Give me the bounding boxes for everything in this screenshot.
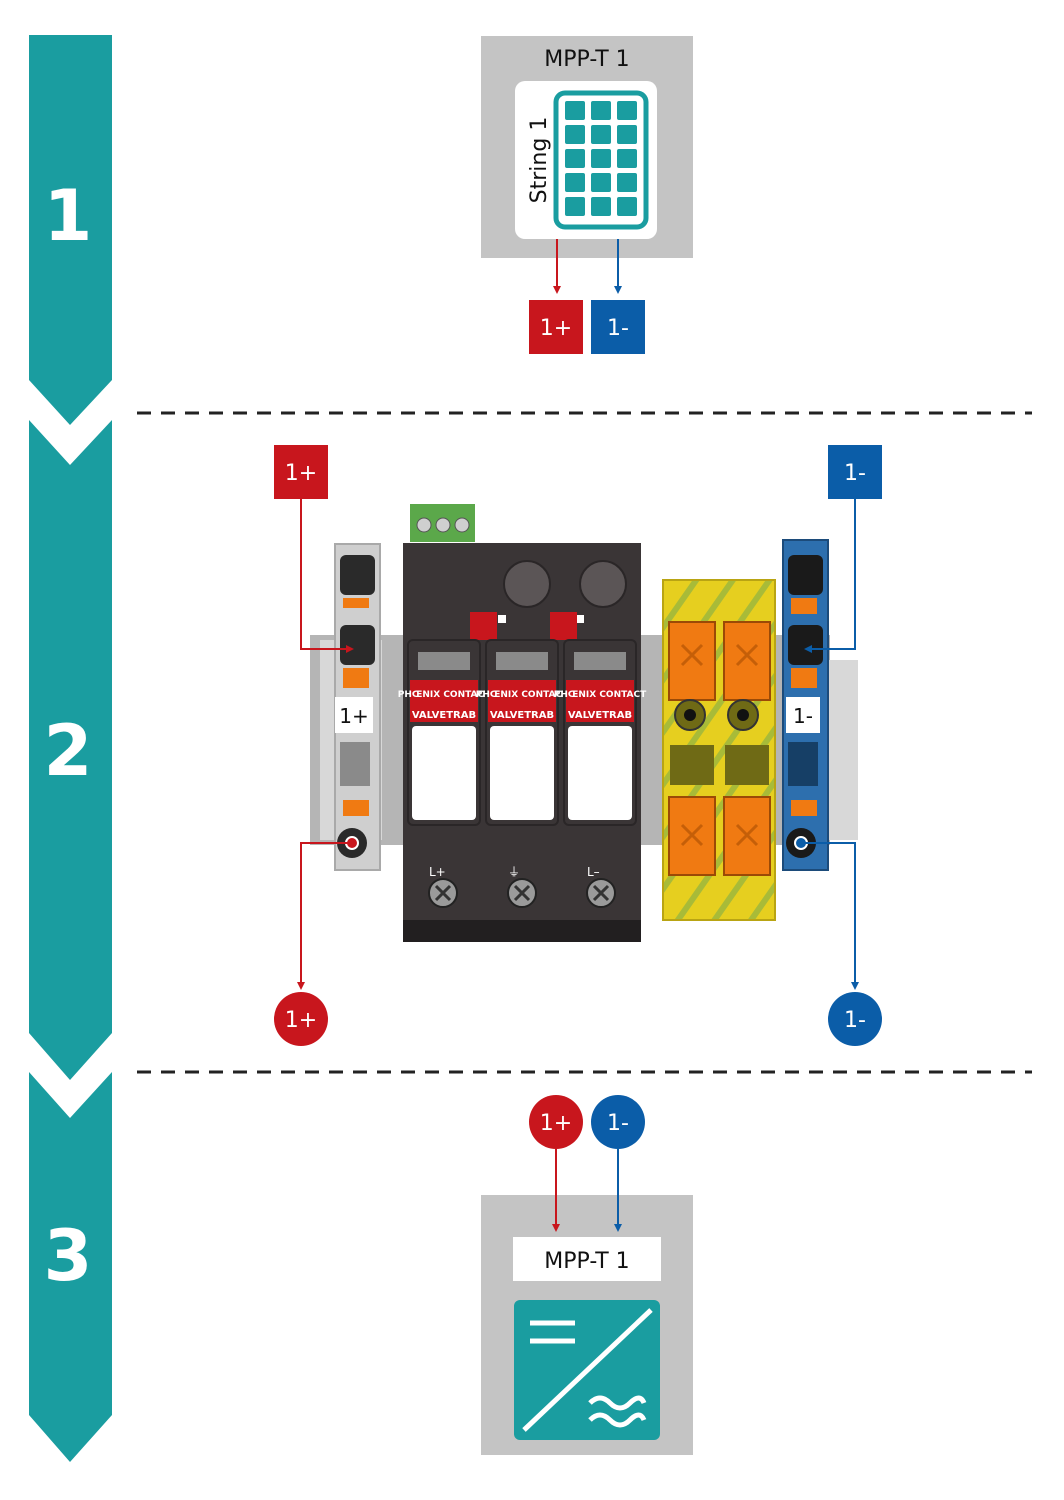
inverter-dc-ac-icon <box>514 1300 660 1440</box>
step-1-chevron <box>29 35 112 425</box>
spd-module-blank-label <box>568 726 632 820</box>
solar-cell <box>591 197 611 216</box>
pe-terminal-block <box>662 579 776 921</box>
solar-cell <box>617 149 637 168</box>
minus-in-circle <box>591 1095 645 1149</box>
minus-in-circle-label: 1- <box>607 1111 629 1136</box>
spd-product-label: VALVETRAB <box>490 710 554 721</box>
solar-cell <box>565 101 585 120</box>
mppt-label-box <box>513 1237 661 1281</box>
spd-brand-label: PHŒNIX CONTACT <box>476 690 569 700</box>
solar-cell <box>591 125 611 144</box>
spd-brand-label: PHŒNIX CONTACT <box>398 690 491 700</box>
mppt-label: MPP-T 1 <box>544 1249 629 1274</box>
spd-module: PHŒNIX CONTACT VALVETRAB <box>476 639 569 826</box>
screw-slot <box>513 884 531 902</box>
spd-module-blank-label <box>490 726 554 820</box>
spd-module-label-band <box>410 680 478 722</box>
solar-cell <box>565 173 585 192</box>
solar-cell <box>591 173 611 192</box>
solar-cell <box>591 101 611 120</box>
spd-module-label-band <box>488 680 556 722</box>
screw-slot <box>592 884 610 902</box>
plus-tag <box>529 300 583 354</box>
solar-panel-icon <box>553 90 649 230</box>
minus-terminal-block: 1- <box>782 539 858 871</box>
spd-module-window <box>574 652 626 670</box>
plus-terminal-block: 1+ <box>320 543 382 871</box>
step-2-chevron <box>29 420 112 1080</box>
plus-out-wire <box>297 842 352 990</box>
mppt-label: MPP-T 1 <box>544 47 629 72</box>
step-2-number: 2 <box>44 710 93 792</box>
solar-cell <box>617 125 637 144</box>
minus-in-tag <box>828 445 882 499</box>
plus-in-wire <box>300 499 354 653</box>
solar-cell <box>617 101 637 120</box>
minus-out-wire <box>801 842 859 990</box>
plus-terminal-label: 1+ <box>339 704 368 728</box>
spd-base-terminals: L+ ⏚ L– <box>428 865 616 908</box>
step-3-chevron <box>29 1072 112 1462</box>
plus-out-tag-label: 1+ <box>285 1008 317 1033</box>
spd-product-label: VALVETRAB <box>568 710 632 721</box>
base-terminal-label: L+ <box>429 865 446 879</box>
base-terminal-label: L– <box>587 865 600 879</box>
solar-cell <box>617 197 637 216</box>
plus-out-tag <box>274 992 328 1046</box>
spd-brand-label: PHŒNIX CONTACT <box>554 690 647 700</box>
step-3-number: 3 <box>44 1215 93 1297</box>
minus-in-wire <box>804 499 856 653</box>
step-3-section: 1+ 1- MPP-T 1 <box>481 1095 693 1455</box>
spd-product-label: VALVETRAB <box>412 710 476 721</box>
step-chevrons: 1 2 3 <box>29 35 112 1462</box>
plus-in-tag-label: 1+ <box>285 461 317 486</box>
minus-tag <box>591 300 645 354</box>
solar-cell <box>591 149 611 168</box>
plus-in-circle-label: 1+ <box>540 1111 572 1136</box>
spd-module-window <box>496 652 548 670</box>
minus-in-tag-label: 1- <box>844 461 866 486</box>
minus-out-tag <box>828 992 882 1046</box>
plus-in-tag <box>274 445 328 499</box>
minus-out-tag-label: 1- <box>844 1008 866 1033</box>
minus-tag-label: 1- <box>607 316 629 341</box>
lock-icon <box>498 615 584 623</box>
spd-module: PHŒNIX CONTACT VALVETRAB <box>398 639 491 826</box>
solar-cell <box>565 125 585 144</box>
solar-cell <box>565 149 585 168</box>
step-1-number: 1 <box>44 175 93 257</box>
solar-cell <box>617 173 637 192</box>
base-terminal: L– <box>586 865 616 908</box>
minus-terminal-label: 1- <box>793 704 813 728</box>
spd-module-blank-label <box>412 726 476 820</box>
solar-cell <box>565 197 585 216</box>
base-terminal: L+ <box>428 865 458 908</box>
spd-module-window <box>418 652 470 670</box>
step-1-section: MPP-T 1 String 1 1+ 1- <box>481 36 693 354</box>
screw-slot <box>434 884 452 902</box>
base-terminal-label: ⏚ <box>508 865 520 879</box>
spd-module: PHŒNIX CONTACT VALVETRAB <box>554 639 647 826</box>
spd-module-label-band <box>566 680 634 722</box>
base-terminal: ⏚ <box>507 865 537 908</box>
plus-in-circle <box>529 1095 583 1149</box>
plus-tag-label: 1+ <box>540 316 572 341</box>
string-label: String 1 <box>527 117 552 204</box>
